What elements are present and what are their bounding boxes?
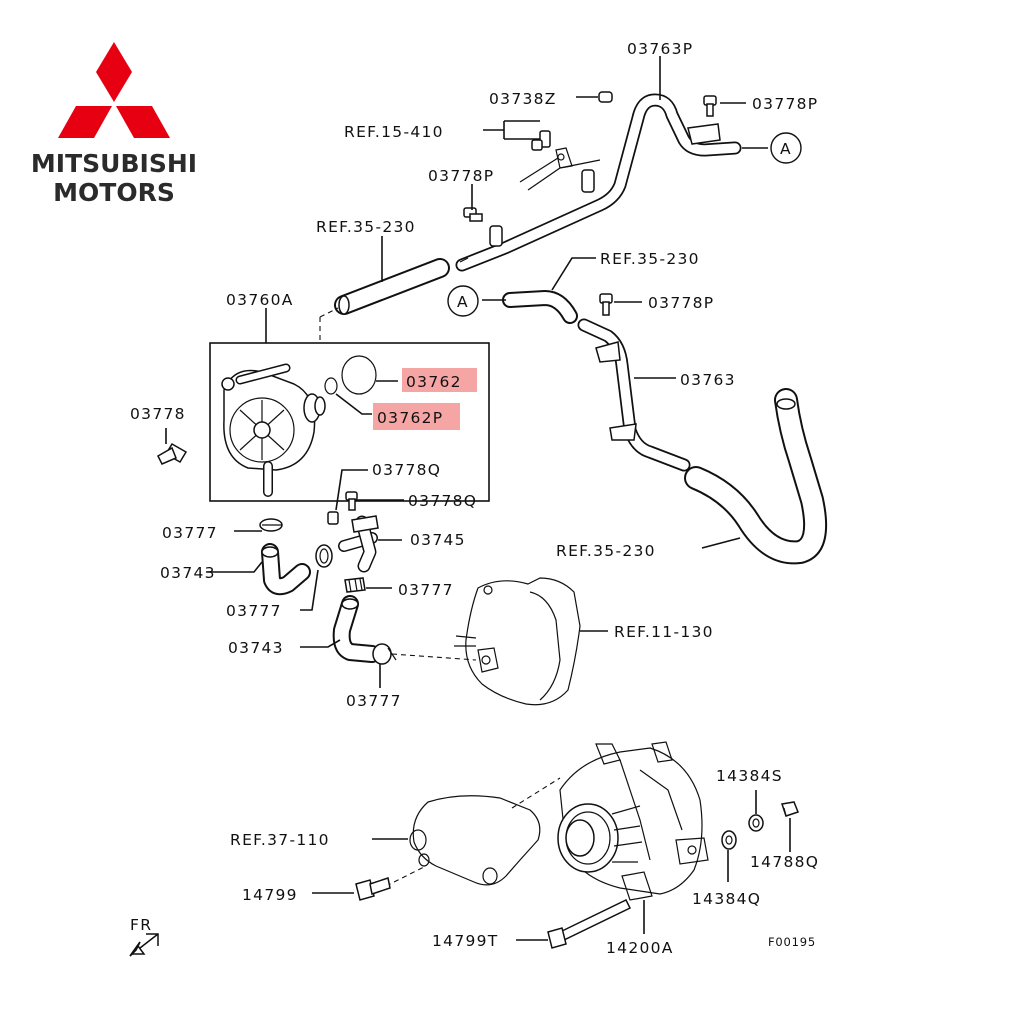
label-03762P: 03762P: [377, 409, 443, 427]
bolt-03778Q-b: [345, 491, 358, 511]
hose-ref35230-lower: [684, 388, 828, 565]
label-03778P-mid: 03778P: [428, 167, 494, 185]
label-14200A: 14200A: [606, 939, 674, 957]
clamp-03777-b: [315, 544, 333, 568]
label-03778P-right: 03778P: [648, 294, 714, 312]
fr-label: FR: [130, 916, 152, 934]
connector-03745: [338, 515, 379, 573]
nut-03778Q-a: [327, 511, 339, 525]
bracket-ref37110: [409, 795, 541, 886]
marker-a-left: A: [447, 285, 479, 317]
bolt-03778: [157, 442, 188, 465]
label-03777-b: 03777: [226, 602, 282, 620]
front-arrow-icon: FR: [129, 916, 159, 957]
highlight-03762P: [373, 403, 460, 430]
clamp-03777-c: [344, 577, 366, 593]
label-03760A: 03760A: [226, 291, 294, 309]
label-03763P: 03763P: [627, 40, 693, 58]
bracket-ref15410: [519, 130, 601, 191]
highlight-03762: [402, 368, 477, 392]
o-ring-03762P: [324, 377, 338, 395]
label-03777-c: 03777: [398, 581, 454, 599]
bolt-14799T: [547, 899, 632, 949]
marker-a-left-label: A: [457, 293, 469, 311]
alternator-14200A: [557, 741, 709, 901]
label-03777-a: 03777: [162, 524, 218, 542]
housing-ref11130: [454, 577, 581, 706]
marker-a-top-label: A: [780, 140, 792, 158]
label-03762: 03762: [406, 373, 462, 391]
label-ref35230-b: REF.35-230: [600, 250, 700, 268]
label-03743-a: 03743: [160, 564, 216, 582]
label-03745: 03745: [410, 531, 466, 549]
grommet-03738Z: [598, 91, 613, 103]
mitsubishi-logo: [58, 42, 170, 138]
hose-03743-b: [332, 595, 381, 663]
washer-14384S: [748, 814, 764, 832]
label-03738Z: 03738Z: [489, 90, 557, 108]
brand-line1: MITSUBISHI: [31, 149, 197, 178]
label-14384S: 14384S: [716, 767, 783, 785]
o-ring-03762: [341, 355, 377, 395]
label-14799T: 14799T: [432, 932, 499, 950]
label-03778P-top: 03778P: [752, 95, 818, 113]
label-ref11130: REF.11-130: [614, 623, 714, 641]
hose-ref35230-left: [334, 258, 450, 315]
label-14384Q: 14384Q: [692, 890, 761, 908]
logo-diamond-left: [58, 106, 112, 138]
label-14788Q: 14788Q: [750, 853, 819, 871]
label-14799: 14799: [242, 886, 298, 904]
figure-code: F00195: [768, 935, 816, 949]
pipe-03763P: [455, 93, 742, 272]
label-ref15410: REF.15-410: [344, 123, 444, 141]
bolt-03778P-top: [703, 95, 717, 117]
nut-14788Q: [781, 801, 799, 817]
bolt-14799: [355, 877, 391, 901]
leader-lines: [165, 56, 791, 941]
marker-a-top: A: [770, 132, 802, 164]
logo-diamond-right: [116, 106, 170, 138]
label-ref35230-a: REF.35-230: [316, 218, 416, 236]
label-ref37110: REF.37-110: [230, 831, 330, 849]
vacuum-pump-03760A: [221, 363, 326, 497]
label-03777-d: 03777: [346, 692, 402, 710]
label-03778Q-a: 03778Q: [372, 461, 441, 479]
washer-14384Q: [721, 830, 737, 850]
label-03763: 03763: [680, 371, 736, 389]
label-03743-b: 03743: [228, 639, 284, 657]
hose-a: [502, 290, 578, 324]
clamp-03777-a: [259, 518, 283, 532]
logo-diamond-top: [96, 42, 132, 102]
brand-line2: MOTORS: [53, 178, 175, 207]
label-03778Q-b: 03778Q: [408, 492, 477, 510]
hose-03743-a: [261, 543, 311, 596]
label-03778: 03778: [130, 405, 186, 423]
label-ref35230-c: REF.35-230: [556, 542, 656, 560]
bolt-03778P-mid: [463, 207, 483, 222]
pipe-03763: [577, 318, 691, 472]
bolt-03778P-right: [599, 293, 613, 316]
